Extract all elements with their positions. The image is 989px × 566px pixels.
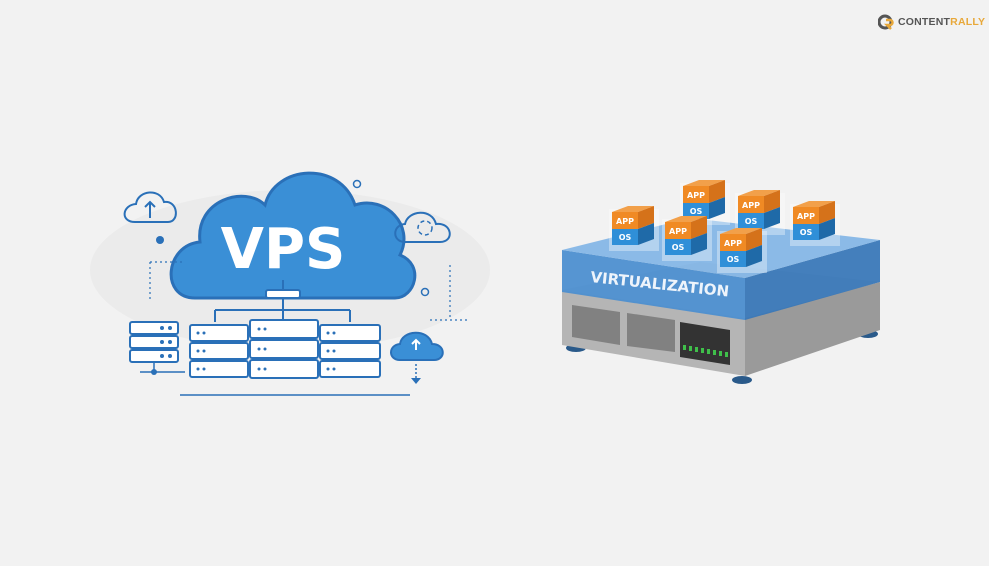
server-stack-icon	[129, 319, 381, 379]
os-label: OS	[727, 255, 740, 264]
app-os-container: APP OS	[717, 228, 767, 273]
cloud-sync-icon	[394, 211, 451, 243]
app-label: APP	[687, 191, 705, 200]
drive-bays	[680, 322, 730, 365]
app-os-container: APP OS	[662, 216, 712, 261]
os-label: OS	[800, 228, 813, 237]
os-label: OS	[619, 233, 632, 242]
app-label: APP	[616, 217, 634, 226]
cloud-label: VPS	[221, 217, 346, 282]
app-label: APP	[797, 212, 815, 221]
app-label: APP	[724, 239, 742, 248]
brand-part2: RALLY	[950, 16, 986, 28]
virtualization-server-diagram: VIRTUALIZATION APPOSAPPOSAPPOSAPPOSAPPOS…	[562, 180, 880, 384]
logo-icon	[878, 14, 894, 30]
brand-part1: CONTENT	[898, 16, 951, 28]
app-os-container: APP OS	[609, 206, 659, 251]
cloud-icon	[169, 171, 417, 300]
app-label: APP	[669, 227, 687, 236]
app-os-container: APP OS	[790, 201, 840, 246]
vps-cloud-diagram: VPS	[90, 171, 490, 396]
app-label: APP	[742, 201, 760, 210]
os-label: OS	[690, 207, 703, 216]
os-label: OS	[745, 217, 758, 226]
cloud-upload-icon	[123, 191, 177, 223]
os-label: OS	[672, 243, 685, 252]
vent-grille	[572, 305, 675, 352]
